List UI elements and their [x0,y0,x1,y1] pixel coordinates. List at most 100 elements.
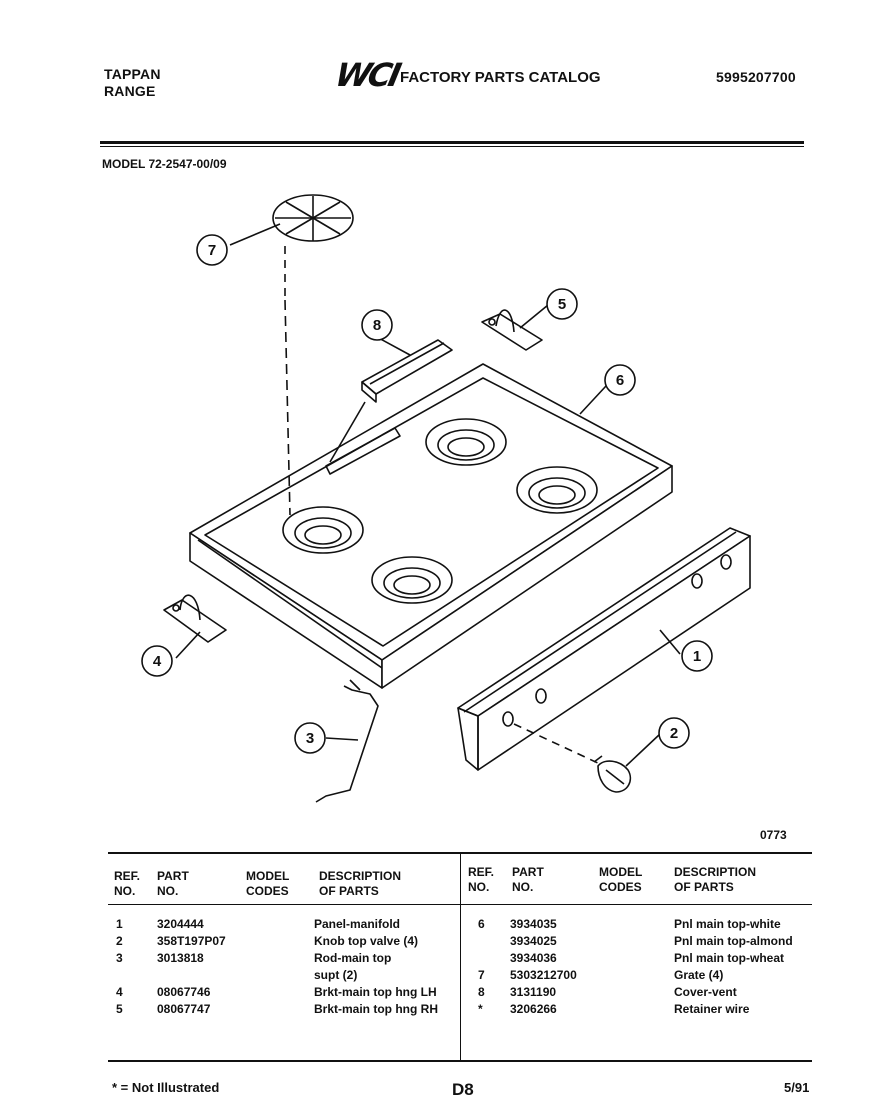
part-cell: 3204444 [157,917,204,931]
knob [593,755,632,793]
model-cell [246,916,314,933]
wci-logo: WCI [331,56,402,94]
header-part-right: PART NO. [512,865,544,895]
table-header-rule-right [461,904,812,905]
model-number: MODEL 72-2547-00/09 [102,157,227,171]
table-row: 8 3131190 Cover-vent [478,984,808,1001]
header-text: NO. [157,884,179,898]
part-cell: 5303212700 [510,968,577,982]
cover-vent [329,339,453,463]
table-top-rule [108,852,812,854]
callout-6: 6 [616,372,624,389]
ref-cell: 4 [116,985,123,999]
ref-cell: 3 [116,951,123,965]
header-ref-right: REF. NO. [468,865,494,895]
ref-cell: 7 [478,968,485,982]
parts-list-left: 1 3204444 Panel-manifold 2 358T197P07 Kn… [116,916,456,1018]
ref-cell: 5 [116,1002,123,1016]
desc-cell: Cover-vent [674,985,737,999]
burner-openings [282,418,598,604]
table-row: * 3206266 Retainer wire [478,1001,808,1018]
desc-cell: Panel-manifold [314,917,401,931]
table-row: 2 358T197P07 Knob top valve (4) [116,933,456,950]
model-cell [246,967,314,984]
part-cell: 3934025 [510,934,557,948]
desc-cell: Brkt-main top hng LH [314,985,437,999]
header-text: CODES [246,884,289,898]
main-top-panel [189,363,673,689]
header-part-left: PART NO. [157,869,189,899]
part-cell: 3131190 [510,985,557,999]
header-text: NO. [114,884,136,898]
desc-cell: Retainer wire [674,1002,750,1016]
desc-cell: Pnl main top-white [674,917,781,931]
part-cell: 08067747 [157,1002,211,1016]
catalog-title: FACTORY PARTS CATALOG [400,69,601,86]
table-row: 3 3013818 Rod-main top [116,950,456,967]
ref-cell [478,933,510,950]
header-text: CODES [599,880,642,894]
header-model-right: MODEL CODES [599,865,642,895]
callout-2: 2 [670,725,678,742]
desc-cell: Rod-main top [314,951,392,965]
ref-cell [116,967,157,984]
ref-cell: 8 [478,985,485,999]
ref-cell: 2 [116,934,123,948]
part-cell: 3934035 [510,917,557,931]
table-row: 3934036 Pnl main top-wheat [478,950,808,967]
model-cell [599,1001,674,1018]
table-column-divider [460,854,461,1060]
callout-3: 3 [306,730,314,747]
exploded-parts-diagram: 7 8 5 6 4 3 1 2 [141,194,751,803]
brand-line-1: TAPPAN [104,66,161,82]
table-row: 3934025 Pnl main top-almond [478,933,808,950]
part-cell [157,967,246,984]
part-cell: 3206266 [510,1002,557,1016]
part-cell: 08067746 [157,985,211,999]
header-text: NO. [512,880,534,894]
model-cell [246,933,314,950]
part-cell: 3013818 [157,951,204,965]
desc-cell: Pnl main top-almond [674,934,793,948]
manifold-panel [457,527,751,771]
desc-cell: Brkt-main top hng RH [314,1002,438,1016]
table-row: 1 3204444 Panel-manifold [116,916,456,933]
header-ref-left: REF. NO. [114,869,140,899]
callout-7: 7 [208,242,216,259]
header-text: OF PARTS [319,884,379,898]
brand-line-2: RANGE [104,83,156,99]
table-row: 5 08067747 Brkt-main top hng RH [116,1001,456,1018]
revision-date: 5/91 [784,1080,810,1095]
hinge-bracket-lh [163,594,227,643]
ref-cell: * [478,1002,483,1016]
brand-name: TAPPAN RANGE [104,66,161,100]
model-cell [599,933,674,950]
model-cell [599,950,674,967]
part-cell: 3934036 [510,951,557,965]
drawing-number: 0773 [760,828,787,842]
callout-1: 1 [693,648,701,665]
model-cell [599,967,674,984]
header-text: OF PARTS [674,880,734,894]
header-text: DESCRIPTION [319,869,402,883]
desc-cell: Knob top valve (4) [314,934,419,948]
table-row: supt (2) [116,967,456,984]
header-rule-thin [100,146,804,147]
catalog-number: 5995207700 [716,69,796,85]
header-text: MODEL [246,869,290,883]
desc-cell: Pnl main top-wheat [674,951,785,965]
desc-cell: Grate (4) [674,968,724,982]
callout-5: 5 [558,296,566,313]
header-text: MODEL [599,865,643,879]
table-bottom-rule [108,1060,812,1062]
not-illustrated-note: * = Not Illustrated [112,1080,220,1095]
model-cell [246,1001,314,1018]
table-row: 6 3934035 Pnl main top-white [478,916,808,933]
model-cell [246,950,314,967]
header-rule [100,141,804,144]
header-text: NO. [468,880,490,894]
header-desc-left: DESCRIPTION OF PARTS [319,869,401,899]
callout-8: 8 [373,317,381,334]
ref-cell: 1 [116,917,123,931]
header-text: DESCRIPTION [674,865,757,879]
